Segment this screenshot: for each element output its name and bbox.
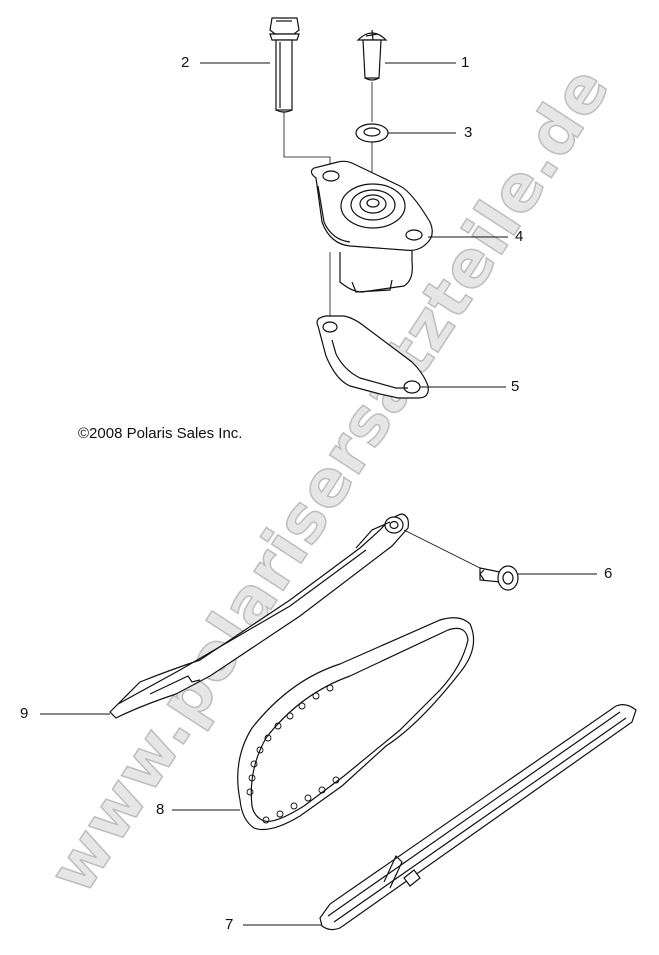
part-8-cam-chain <box>237 617 475 831</box>
callout-8: 8 <box>156 801 165 818</box>
part-2-bolt <box>269 17 300 113</box>
part-5-gasket <box>316 315 429 399</box>
assembly-line-6 <box>403 529 485 571</box>
callout-7: 7 <box>225 916 234 933</box>
part-9-tensioner-blade <box>109 513 409 719</box>
copyright-notice: ©2008 Polaris Sales Inc. <box>78 425 243 442</box>
callout-2: 2 <box>181 54 190 71</box>
callout-1: 1 <box>461 54 470 71</box>
part-7-chain-guide <box>319 704 637 931</box>
callout-3: 3 <box>464 124 473 141</box>
callout-5: 5 <box>511 378 520 395</box>
part-6-pivot-bolt <box>479 565 519 591</box>
part-1-screw <box>356 29 388 81</box>
part-3-washer <box>355 123 389 143</box>
part-4-tensioner <box>310 160 433 293</box>
callout-9: 9 <box>20 705 29 722</box>
callout-6: 6 <box>604 565 613 582</box>
callout-4: 4 <box>515 228 524 245</box>
